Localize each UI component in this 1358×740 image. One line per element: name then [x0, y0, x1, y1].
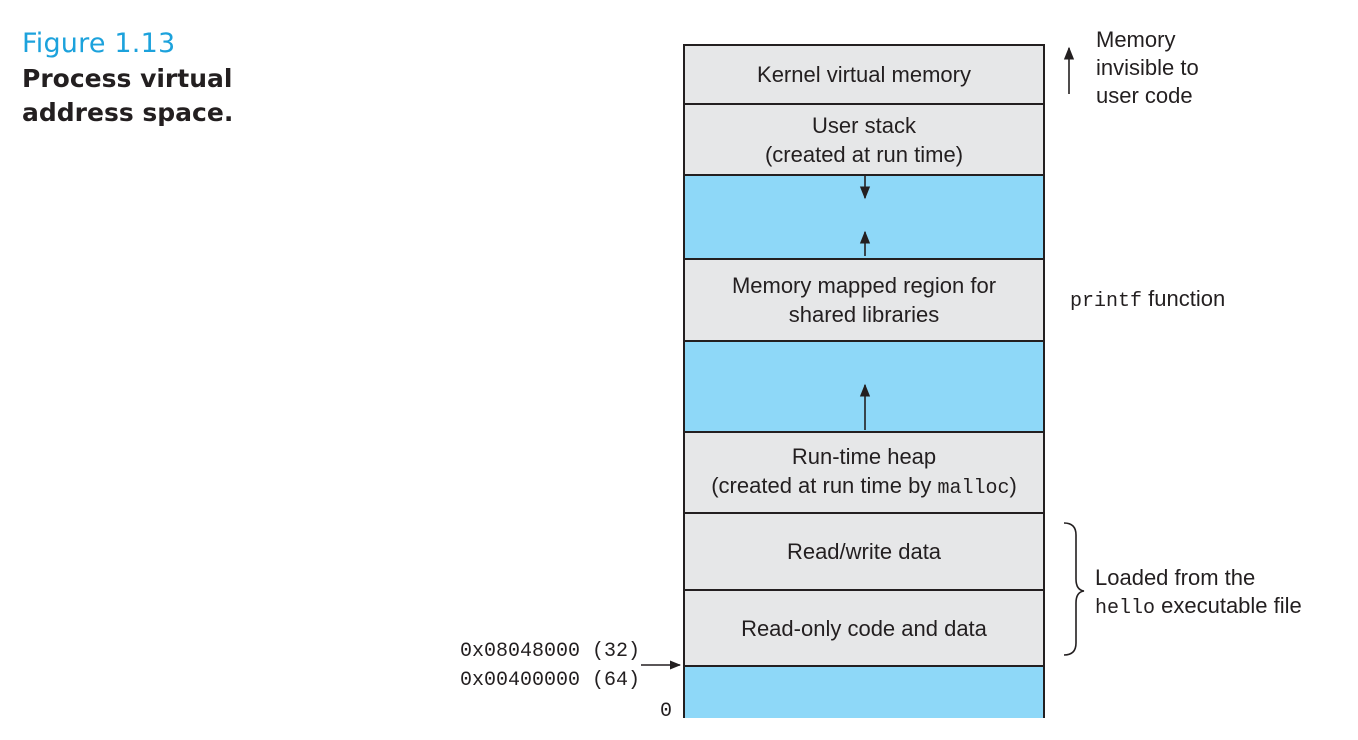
region-kernel-virtual-memory: Kernel virtual memory	[685, 46, 1043, 105]
address-32bit: 0x08048000 (32)	[459, 640, 640, 663]
region-sublabel: (created at run time by malloc)	[711, 473, 1017, 500]
region-label: User stack	[812, 112, 916, 138]
region-sublabel: shared libraries	[788, 302, 940, 327]
figure-number: Figure 1.13	[22, 28, 176, 59]
region-label: Kernel virtual memory	[757, 62, 971, 87]
region-read-only-code: Read-only code and data	[685, 591, 1043, 667]
loaded-brace	[1063, 522, 1085, 656]
hello-code: hello	[1095, 597, 1156, 620]
kernel-invisible-note: Memory invisible to user code	[1096, 27, 1199, 108]
address-zero: 0	[659, 700, 672, 723]
region-label: Run-time heap	[791, 444, 937, 469]
printf-code: printf	[1070, 290, 1143, 313]
region-sublabel: (created at run time)	[764, 141, 964, 167]
region-label: Read/write data	[786, 539, 942, 564]
region-run-time-heap: Run-time heap (created at run time by ma…	[685, 433, 1043, 514]
loaded-from-hello-note: Loaded from the hello executable file	[1095, 565, 1302, 620]
region-label: Read-only code and data	[741, 615, 987, 641]
malloc-code: malloc	[937, 477, 1010, 500]
printf-function-note: printf function	[1070, 286, 1226, 313]
region-label: Memory mapped region for	[731, 273, 997, 298]
region-user-stack: User stack (created at run time)	[685, 105, 1043, 176]
region-memory-mapped: Memory mapped region for shared librarie…	[685, 260, 1043, 342]
region-read-write-data: Read/write data	[685, 514, 1043, 591]
start-address-labels: 0x08048000 (32) 0x00400000 (64)	[430, 637, 640, 695]
address-64bit: 0x00400000 (64)	[459, 669, 640, 692]
region-free-low	[685, 667, 1043, 718]
address-space-stack: Kernel virtual memory User stack (create…	[683, 44, 1045, 718]
figure-title: Process virtual address space.	[22, 64, 234, 127]
